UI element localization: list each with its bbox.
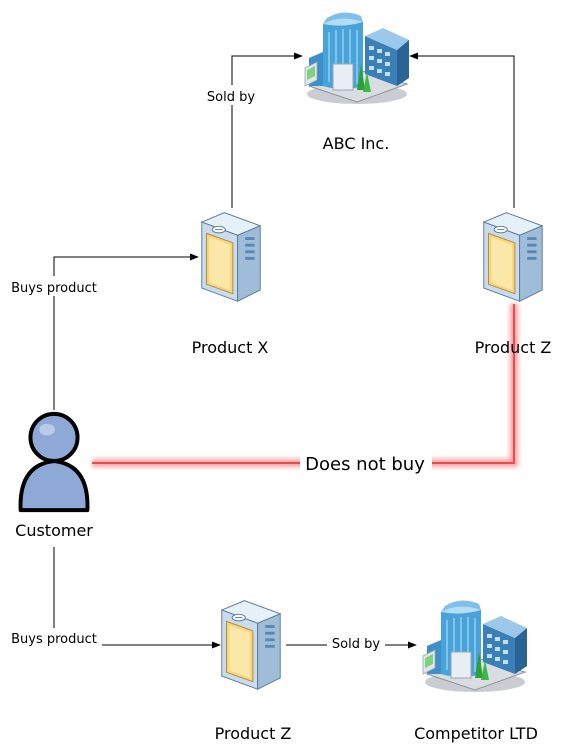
node-product-x[interactable]: Product X (192, 212, 269, 357)
node-label-competitor-ltd: Competitor LTD (414, 724, 538, 743)
node-label-product-x: Product X (192, 338, 269, 357)
node-label-customer: Customer (15, 521, 93, 540)
product-box-icon (201, 212, 261, 302)
edge-product-x-to-abc (231, 52, 303, 208)
node-product-z-top[interactable]: Product Z (475, 212, 552, 357)
node-customer[interactable]: Customer (15, 411, 93, 540)
node-product-z-bottom[interactable]: Product Z (215, 600, 292, 743)
node-label-product-z-bottom: Product Z (215, 724, 292, 743)
node-abc-inc[interactable]: ABC Inc. (304, 11, 410, 153)
node-label-product-z-top: Product Z (475, 338, 552, 357)
edge-label-buys-product-z: Buys product (11, 632, 97, 647)
edge-product-z-to-abc (409, 52, 515, 208)
edge-label-sold-by-abc: Sold by (207, 90, 255, 105)
edge-customer-to-product-x (53, 253, 199, 410)
product-box-icon (221, 600, 281, 690)
office-building-icon (422, 599, 528, 693)
node-competitor-ltd[interactable]: Competitor LTD (414, 599, 538, 743)
person-icon (18, 411, 90, 513)
edge-customer-does-not-buy-product-z (92, 304, 518, 467)
office-building-icon (304, 11, 410, 105)
edge-label-buys-product-x: Buys product (11, 281, 97, 296)
product-box-icon (483, 212, 543, 302)
edge-label-sold-by-competitor: Sold by (332, 637, 380, 652)
edge-label-does-not-buy: Does not buy (305, 454, 425, 475)
node-label-abc-inc: ABC Inc. (323, 134, 390, 153)
